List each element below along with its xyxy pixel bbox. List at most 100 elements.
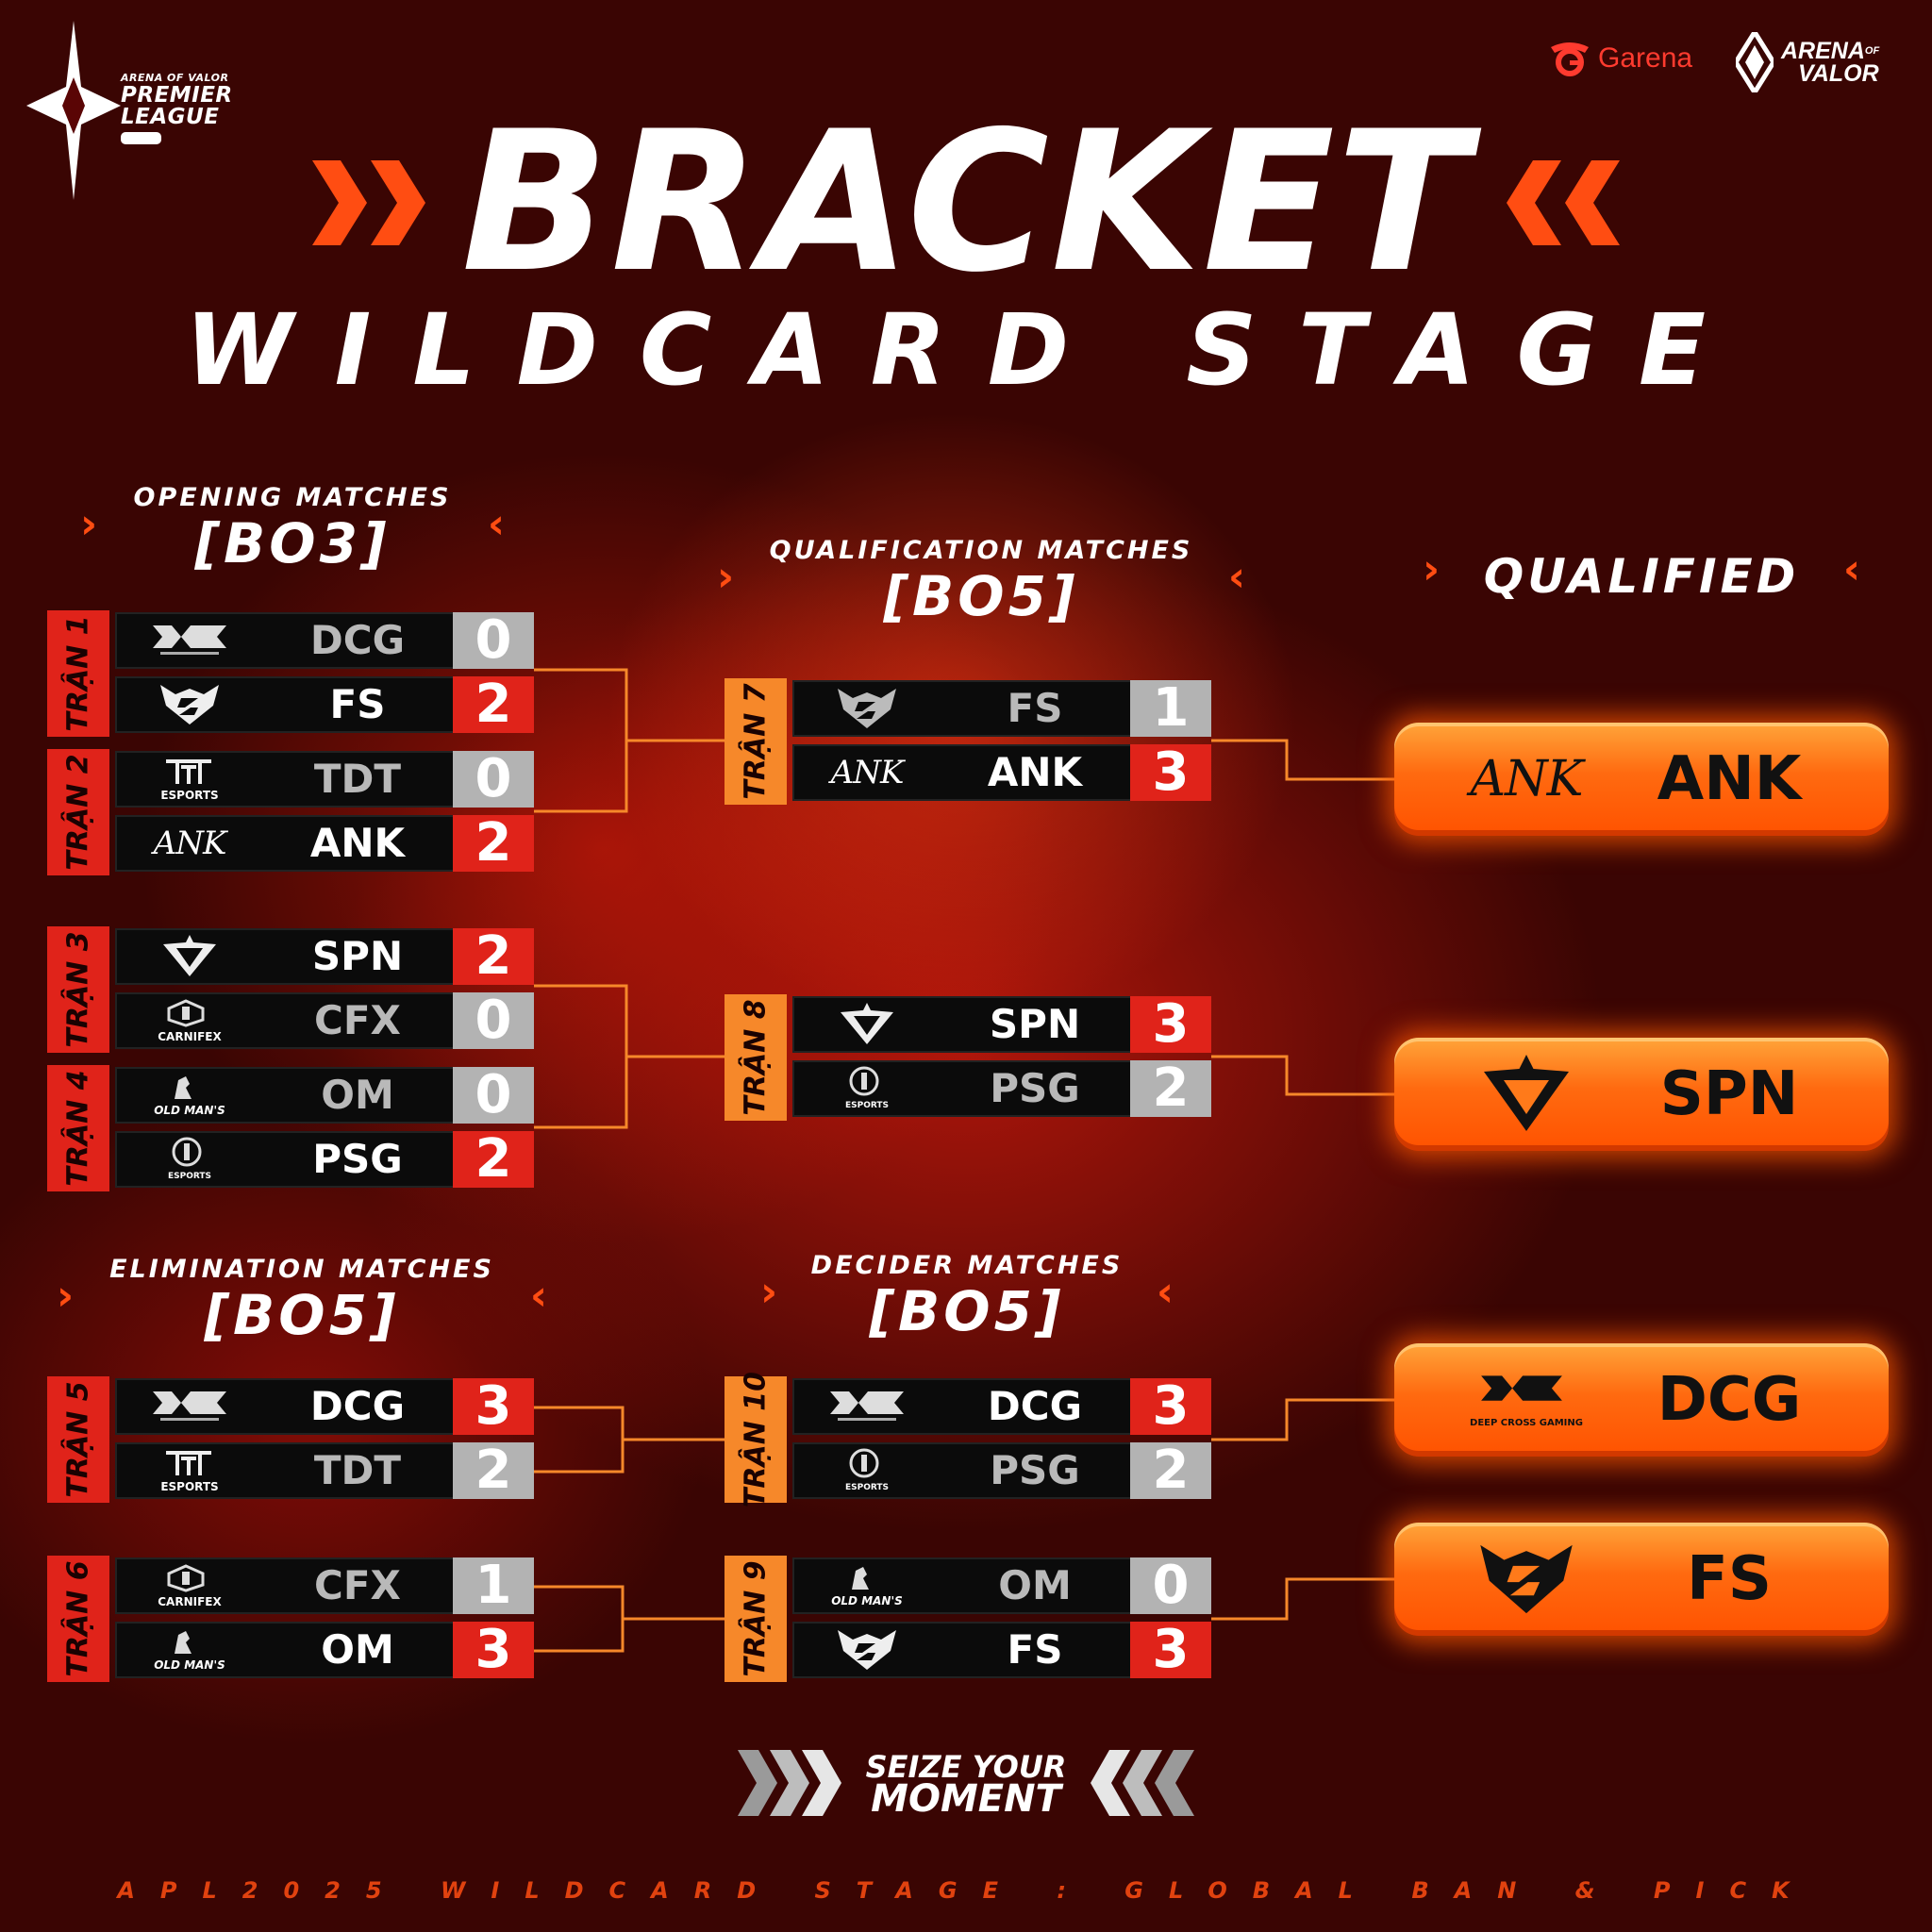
match-label-box: TRẬN 10	[724, 1372, 787, 1507]
team-score: 2	[453, 1442, 534, 1499]
team-score: 0	[453, 751, 534, 808]
page-title: BRACKET	[461, 91, 1471, 315]
cfx-logo-icon: CARNIFEX	[151, 1563, 228, 1607]
chevron-right-icon	[312, 160, 426, 245]
match-label: TRẬN 5	[61, 1381, 95, 1498]
qualified-team-name: SPN	[1659, 1059, 1799, 1129]
section-qualified-label: QUALIFIED	[1483, 549, 1800, 604]
garena-icon	[1551, 42, 1589, 76]
team-score: 1	[1130, 680, 1211, 737]
chevron-left-icon: ‹	[1156, 1268, 1174, 1316]
match-label-box: TRẬN 7	[724, 678, 787, 805]
chevron-left-icon: ‹	[1842, 545, 1860, 593]
apl-star-icon	[26, 21, 121, 200]
cfx-logo-icon: CARNIFEX	[151, 998, 228, 1042]
team-name: FS	[329, 681, 386, 727]
chevron-right-icon	[737, 1750, 841, 1816]
section-decider-format: [BO5]	[869, 1279, 1065, 1343]
garena-logo: Garena	[1547, 40, 1692, 77]
psg-logo-icon: ESPORTS	[828, 1066, 906, 1110]
section-qualified: › QUALIFIED ‹	[1415, 545, 1868, 608]
match-label: TRẬN 2	[61, 754, 95, 871]
spn-logo-icon	[828, 1003, 906, 1045]
qualified-team-fs[interactable]: FS	[1394, 1523, 1889, 1636]
qualified-team-name: FS	[1687, 1544, 1772, 1614]
team-name: PSG	[990, 1447, 1080, 1493]
qualified-team-name: ANK	[1657, 744, 1802, 814]
match-label-box: TRẬN 2	[47, 749, 109, 875]
team-name: TDT	[313, 1447, 402, 1493]
qualified-team-spn[interactable]: SPN	[1394, 1038, 1889, 1151]
team-row[interactable]: FS 2	[115, 676, 534, 733]
team-score: 3	[453, 1622, 534, 1678]
chevron-right-icon: ›	[1423, 545, 1441, 593]
page-subtitle: WILDCARD STAGE	[184, 292, 1748, 408]
match-label: TRẬN 8	[739, 999, 773, 1116]
om-logo-icon: OLD MAN'S	[151, 1074, 228, 1116]
chevron-right-icon: ›	[57, 1272, 75, 1320]
team-row[interactable]: DCG 3	[115, 1378, 534, 1435]
fs-logo-icon	[151, 684, 228, 725]
team-name: DCG	[309, 1383, 406, 1429]
team-score: 2	[453, 815, 534, 872]
section-qualification: › QUALIFICATION MATCHES [BO5] ‹	[717, 536, 1245, 626]
team-name: OM	[998, 1562, 1072, 1608]
match-label: TRẬN 6	[61, 1560, 95, 1677]
team-name: SPN	[989, 1001, 1081, 1047]
team-score: 3	[1130, 996, 1211, 1053]
chevron-left-icon	[1091, 1750, 1195, 1816]
team-score: 2	[1130, 1442, 1211, 1499]
section-decider-label: DECIDER MATCHES	[810, 1251, 1124, 1280]
team-score: 2	[453, 676, 534, 733]
qualified-team-dcg[interactable]: DEEP CROSS GAMING DCG	[1394, 1343, 1889, 1457]
match-label: TRẬN 4	[61, 1070, 95, 1187]
team-row[interactable]: SPN 3	[792, 996, 1211, 1053]
section-opening-label: OPENING MATCHES	[133, 483, 452, 512]
qualified-team-ank[interactable]: ANK ANK	[1394, 723, 1889, 836]
section-opening: › OPENING MATCHES [BO3] ‹	[66, 483, 519, 574]
team-score: 3	[453, 1378, 534, 1435]
team-name: OM	[321, 1626, 394, 1673]
ank-logo-icon: ANK	[1470, 751, 1584, 808]
match-label: TRẬN 3	[61, 931, 95, 1048]
match-label: TRẬN 10	[739, 1371, 773, 1508]
team-score: 0	[453, 992, 534, 1049]
match-label: TRẬN 7	[739, 683, 773, 800]
team-score: 2	[1130, 1060, 1211, 1117]
team-name: ANK	[309, 820, 406, 866]
spn-logo-icon	[1451, 1055, 1602, 1134]
team-name: TDT	[313, 756, 402, 802]
match-label-box: TRẬN 1	[47, 610, 109, 737]
section-qualification-format: [BO5]	[883, 564, 1079, 628]
team-score: 0	[1130, 1557, 1211, 1614]
chevron-left-icon	[1506, 160, 1620, 245]
